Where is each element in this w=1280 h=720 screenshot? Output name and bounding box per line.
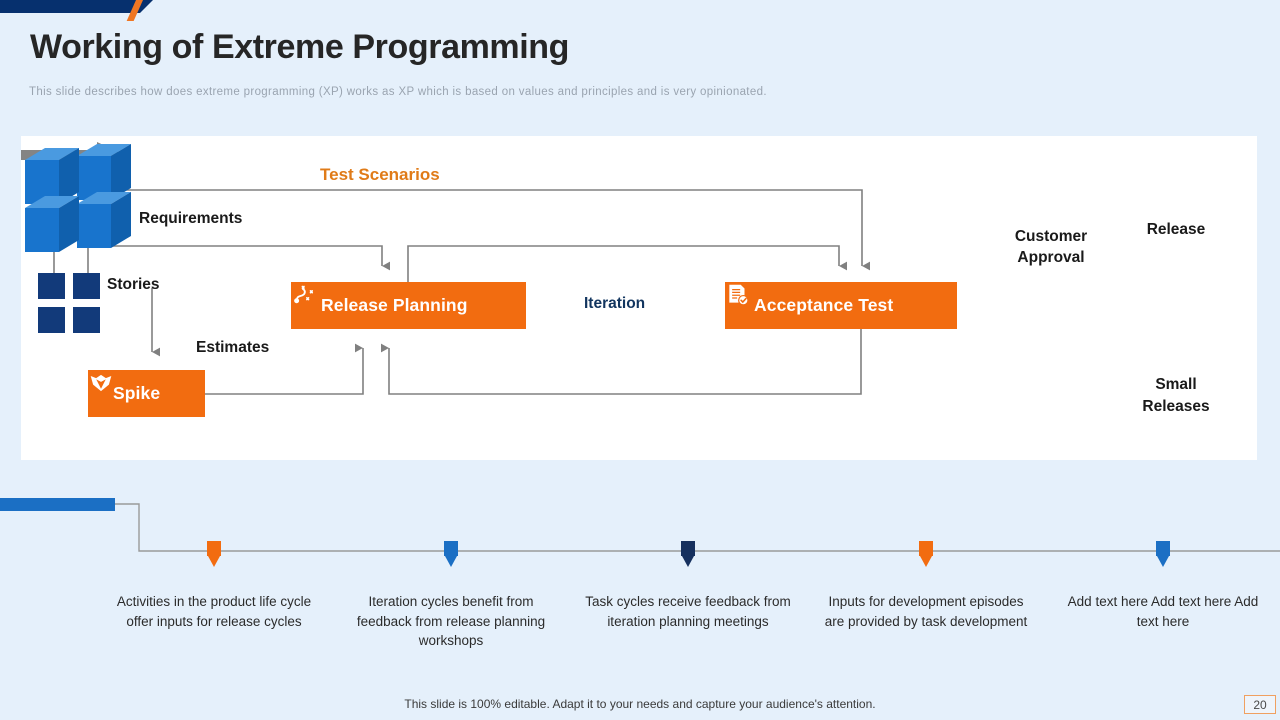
node-spike[interactable]: Spike [88,370,205,417]
label-release: Release [1146,221,1206,238]
timeline-marker-4[interactable] [919,541,933,569]
xp-flow-diagram: Test Scenarios Requirements Stories Esti… [21,136,1257,460]
timeline-captions: Activities in the product life cycle off… [0,592,1280,662]
timeline-marker-pointer [445,556,457,567]
label-test-scenarios: Test Scenarios [320,165,440,184]
timeline-marker-2[interactable] [444,541,458,569]
label-stories: Stories [107,276,160,293]
timeline-marker-pointer [920,556,932,567]
timeline-marker-square [207,541,221,556]
node-acceptance-test-label: Acceptance Test [754,295,894,315]
timeline-caption-2: Iteration cycles benefit from feedback f… [356,594,546,648]
page-subtitle: This slide describes how does extreme pr… [29,86,767,98]
label-small-releases: Small Releases [1086,374,1266,418]
timeline-caption-5: Add text here Add text here Add text her… [1067,594,1259,629]
label-customer-approval: Customer Approval [981,226,1121,268]
page-number-badge: 20 [1244,695,1276,714]
document-check-icon [729,284,749,306]
label-customer-approval-line1: Customer [1014,228,1088,245]
timeline-marker-square [681,541,695,556]
label-requirements: Requirements [139,210,243,227]
corner-decoration [0,0,170,21]
footer-note: This slide is 100% editable. Adapt it to… [404,697,876,711]
timeline-caption-1: Activities in the product life cycle off… [116,594,312,629]
timeline-marker-5[interactable] [1156,541,1170,569]
timeline-marker-3[interactable] [681,541,695,569]
timeline-marker-square [444,541,458,556]
node-release-planning[interactable]: Release Planning [291,282,526,329]
stories-squares-icon [38,273,100,334]
spike-arrow-icon [90,374,112,392]
timeline-marker-1[interactable] [207,541,221,569]
diagram-card: Test Scenarios Requirements Stories Esti… [21,136,1257,460]
node-release-planning-label: Release Planning [321,295,468,315]
timeline-track [115,503,1280,552]
label-customer-approval-line2: Approval [1017,249,1085,266]
page-title: Working of Extreme Programming [30,28,570,66]
label-small-releases-line1: Small [1155,376,1197,393]
timeline-marker-pointer [682,556,694,567]
timeline-marker-square [1156,541,1170,556]
label-estimates: Estimates [196,339,270,356]
node-acceptance-test[interactable]: Acceptance Test [725,282,957,329]
label-iteration: Iteration [584,295,646,312]
timeline-start-bar [0,498,115,511]
timeline-marker-pointer [1157,556,1169,567]
corner-navy-bar [0,0,153,13]
timeline-marker-pointer [208,556,220,567]
strategy-plan-icon [294,285,314,304]
timeline-marker-square [919,541,933,556]
label-small-releases-line2: Releases [1142,398,1210,415]
node-spike-label: Spike [113,383,161,403]
timeline-caption-4: Inputs for development episodes are prov… [824,594,1028,629]
small-releases-cubes-icon [25,144,131,252]
timeline-caption-3: Task cycles receive feedback from iterat… [585,594,791,629]
